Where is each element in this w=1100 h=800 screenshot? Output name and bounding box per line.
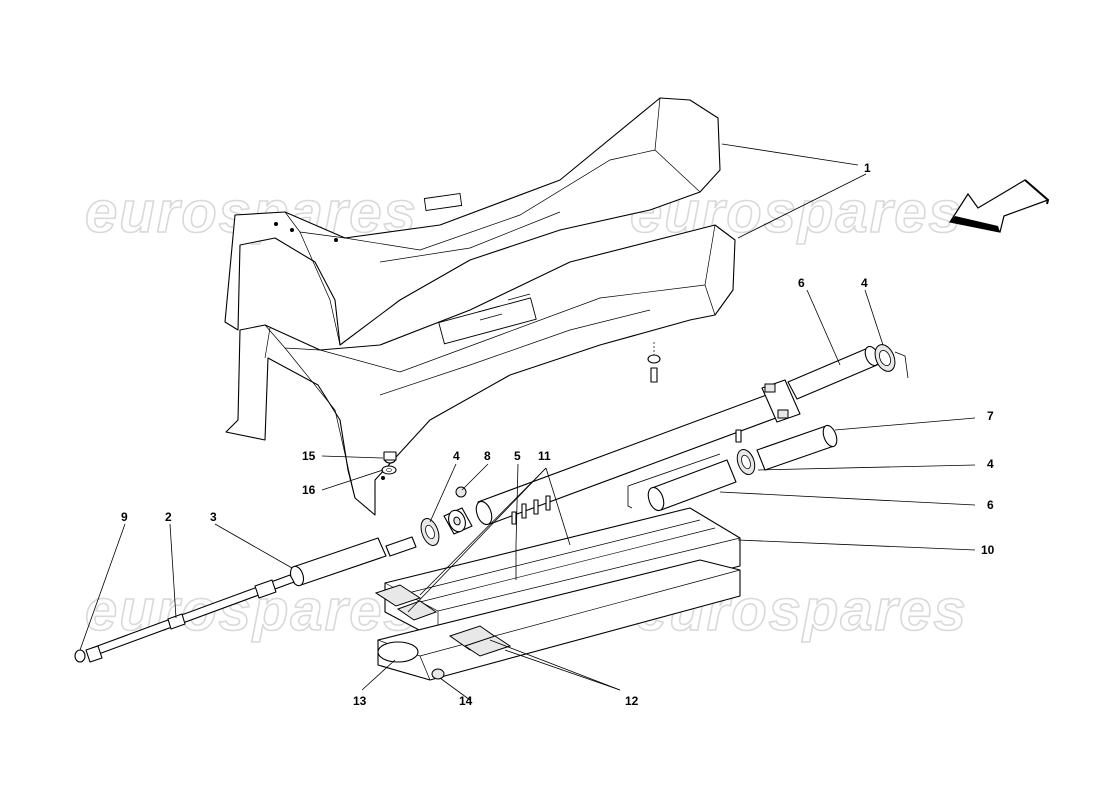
bolt-and-washer xyxy=(647,342,661,383)
callout-6-top: 6 xyxy=(798,276,805,290)
callout-7: 7 xyxy=(987,409,994,423)
part-13-lower-channel xyxy=(377,559,741,681)
callout-4-left: 4 xyxy=(453,449,460,463)
part-1-tunnel-cover-upper xyxy=(224,97,721,346)
part-9-end-cap xyxy=(74,649,86,663)
callout-15: 15 xyxy=(302,449,316,463)
part-12-adhesive-strip xyxy=(448,625,512,657)
callout-16: 16 xyxy=(302,483,316,497)
callout-4-middle: 4 xyxy=(987,457,994,471)
leader-lines xyxy=(79,143,976,701)
part-16-washer xyxy=(381,465,397,475)
part-6-sleeve-lower xyxy=(627,453,737,512)
part-8-nut xyxy=(455,486,467,498)
callout-10: 10 xyxy=(981,543,995,557)
watermarks: eurospares eurospares eurospares eurospa… xyxy=(84,179,966,644)
callout-5: 5 xyxy=(514,449,521,463)
bearing-flange xyxy=(443,507,473,535)
callout-14: 14 xyxy=(459,694,473,708)
callout-labels: 1 4 6 7 4 6 10 15 16 4 8 5 11 9 2 3 13 1… xyxy=(121,161,995,708)
part-4-gear-middle xyxy=(736,448,756,476)
callout-3: 3 xyxy=(210,510,217,524)
part-2-cable xyxy=(85,574,295,663)
part-5-main-tube xyxy=(475,379,801,526)
direction-arrow-icon xyxy=(949,179,1050,233)
part-14-nut xyxy=(431,668,445,680)
part-7-sleeve xyxy=(756,424,838,471)
part-1-tunnel-cover-lower xyxy=(225,224,736,516)
callout-6-lower: 6 xyxy=(987,498,994,512)
part-4-gear-upper xyxy=(874,344,909,379)
callout-11: 11 xyxy=(538,449,551,463)
part-15-spacer xyxy=(383,451,397,464)
callout-13: 13 xyxy=(353,694,367,708)
vent-grille xyxy=(438,293,537,345)
callout-8: 8 xyxy=(484,449,491,463)
callout-4-top: 4 xyxy=(861,276,868,290)
part-11-adhesive-strip xyxy=(374,584,438,621)
callout-9: 9 xyxy=(121,510,128,524)
callout-2: 2 xyxy=(165,510,172,524)
callout-1: 1 xyxy=(864,161,871,175)
part-4-gear-left xyxy=(420,518,440,546)
callout-12: 12 xyxy=(625,694,639,708)
